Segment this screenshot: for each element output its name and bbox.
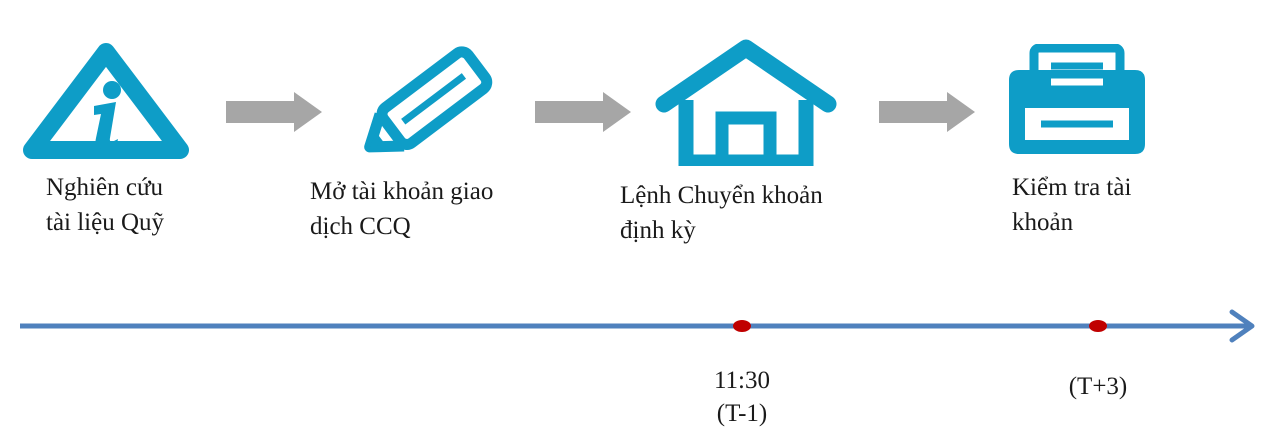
timeline-label-t-minus-1: 11:30 (T-1) <box>692 364 792 430</box>
step-label-transfer-order: Lệnh Chuyển khoản định kỳ <box>620 178 823 248</box>
step-arrow-1 <box>226 92 322 132</box>
timeline-marker-t-plus-3 <box>1089 320 1107 332</box>
step-label-line: định kỳ <box>620 217 696 244</box>
pencil-icon <box>364 46 493 153</box>
step-label-line: dịch CCQ <box>310 213 411 240</box>
step-label-open-account: Mở tài khoản giao dịch CCQ <box>310 174 493 244</box>
step-arrow-2 <box>535 92 631 132</box>
timeline-label-time: 11:30 <box>713 367 771 394</box>
timeline-label-day: (T+3) <box>1068 373 1128 400</box>
timeline-arrowhead <box>1229 309 1255 343</box>
timeline-marker-t-minus-1 <box>733 320 751 332</box>
timeline-label-t-plus-3: (T+3) <box>1048 370 1148 403</box>
step-label-line: tài liệu Quỹ <box>46 209 165 236</box>
info-warning-icon <box>23 43 189 159</box>
timeline-label-day: (T-1) <box>716 400 768 427</box>
step-label-line: Lệnh Chuyển khoản <box>620 182 823 209</box>
printer-icon <box>1009 44 1145 154</box>
step-label-line: Kiểm tra tài <box>1012 174 1132 201</box>
step-label-line: Mở tài khoản giao <box>310 178 494 205</box>
step-label-check-account: Kiểm tra tài khoản <box>1012 170 1131 240</box>
step-arrow-3 <box>879 92 975 132</box>
house-icon <box>655 39 837 166</box>
step-label-line: khoản <box>1012 209 1074 236</box>
step-label-research: Nghiên cứu tài liệu Quỹ <box>46 170 164 240</box>
step-label-line: Nghiên cứu <box>46 174 163 201</box>
